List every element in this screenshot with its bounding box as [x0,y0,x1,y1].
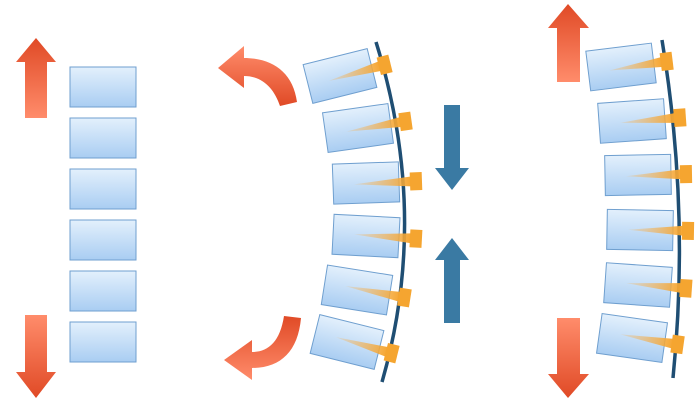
vertebra-with-screw [604,153,693,197]
vertebra-block [69,219,137,261]
up-arrow-blue-icon [435,238,469,323]
vertebra-with-screw [321,103,413,153]
vertebra-block [69,66,137,108]
down-arrow-icon [548,318,589,398]
vertebra-with-screw [331,161,423,205]
straight-column-panel [16,38,137,398]
vertebra-block [69,168,137,210]
corrected-column-panel [548,4,695,398]
vertebra-block [69,321,137,363]
curved-arrow-bottom-icon [224,316,301,380]
vertebra-with-screw [597,98,687,144]
corrected-rod [660,39,682,379]
vertebra-with-screw [606,208,695,252]
vertebra-with-screw [320,264,412,316]
vertebra-with-screw [331,213,423,259]
vertebra-block [69,270,137,312]
up-arrow-icon [548,4,589,82]
vertebra-with-screw [302,48,393,104]
vertebra-blocks [69,66,137,363]
curved-arrow-top-icon [218,46,297,106]
curved-column-panel [218,41,469,383]
down-arrow-icon [16,315,56,398]
down-arrow-blue-icon [435,105,469,190]
vertebra-with-screw [585,42,674,92]
vertebra-with-screw [595,313,685,363]
up-arrow-icon [16,38,56,118]
curved-rod [374,41,407,383]
vertebra-with-screw [603,262,693,308]
vertebra-with-screw [309,314,400,370]
vertebra-block [69,117,137,159]
